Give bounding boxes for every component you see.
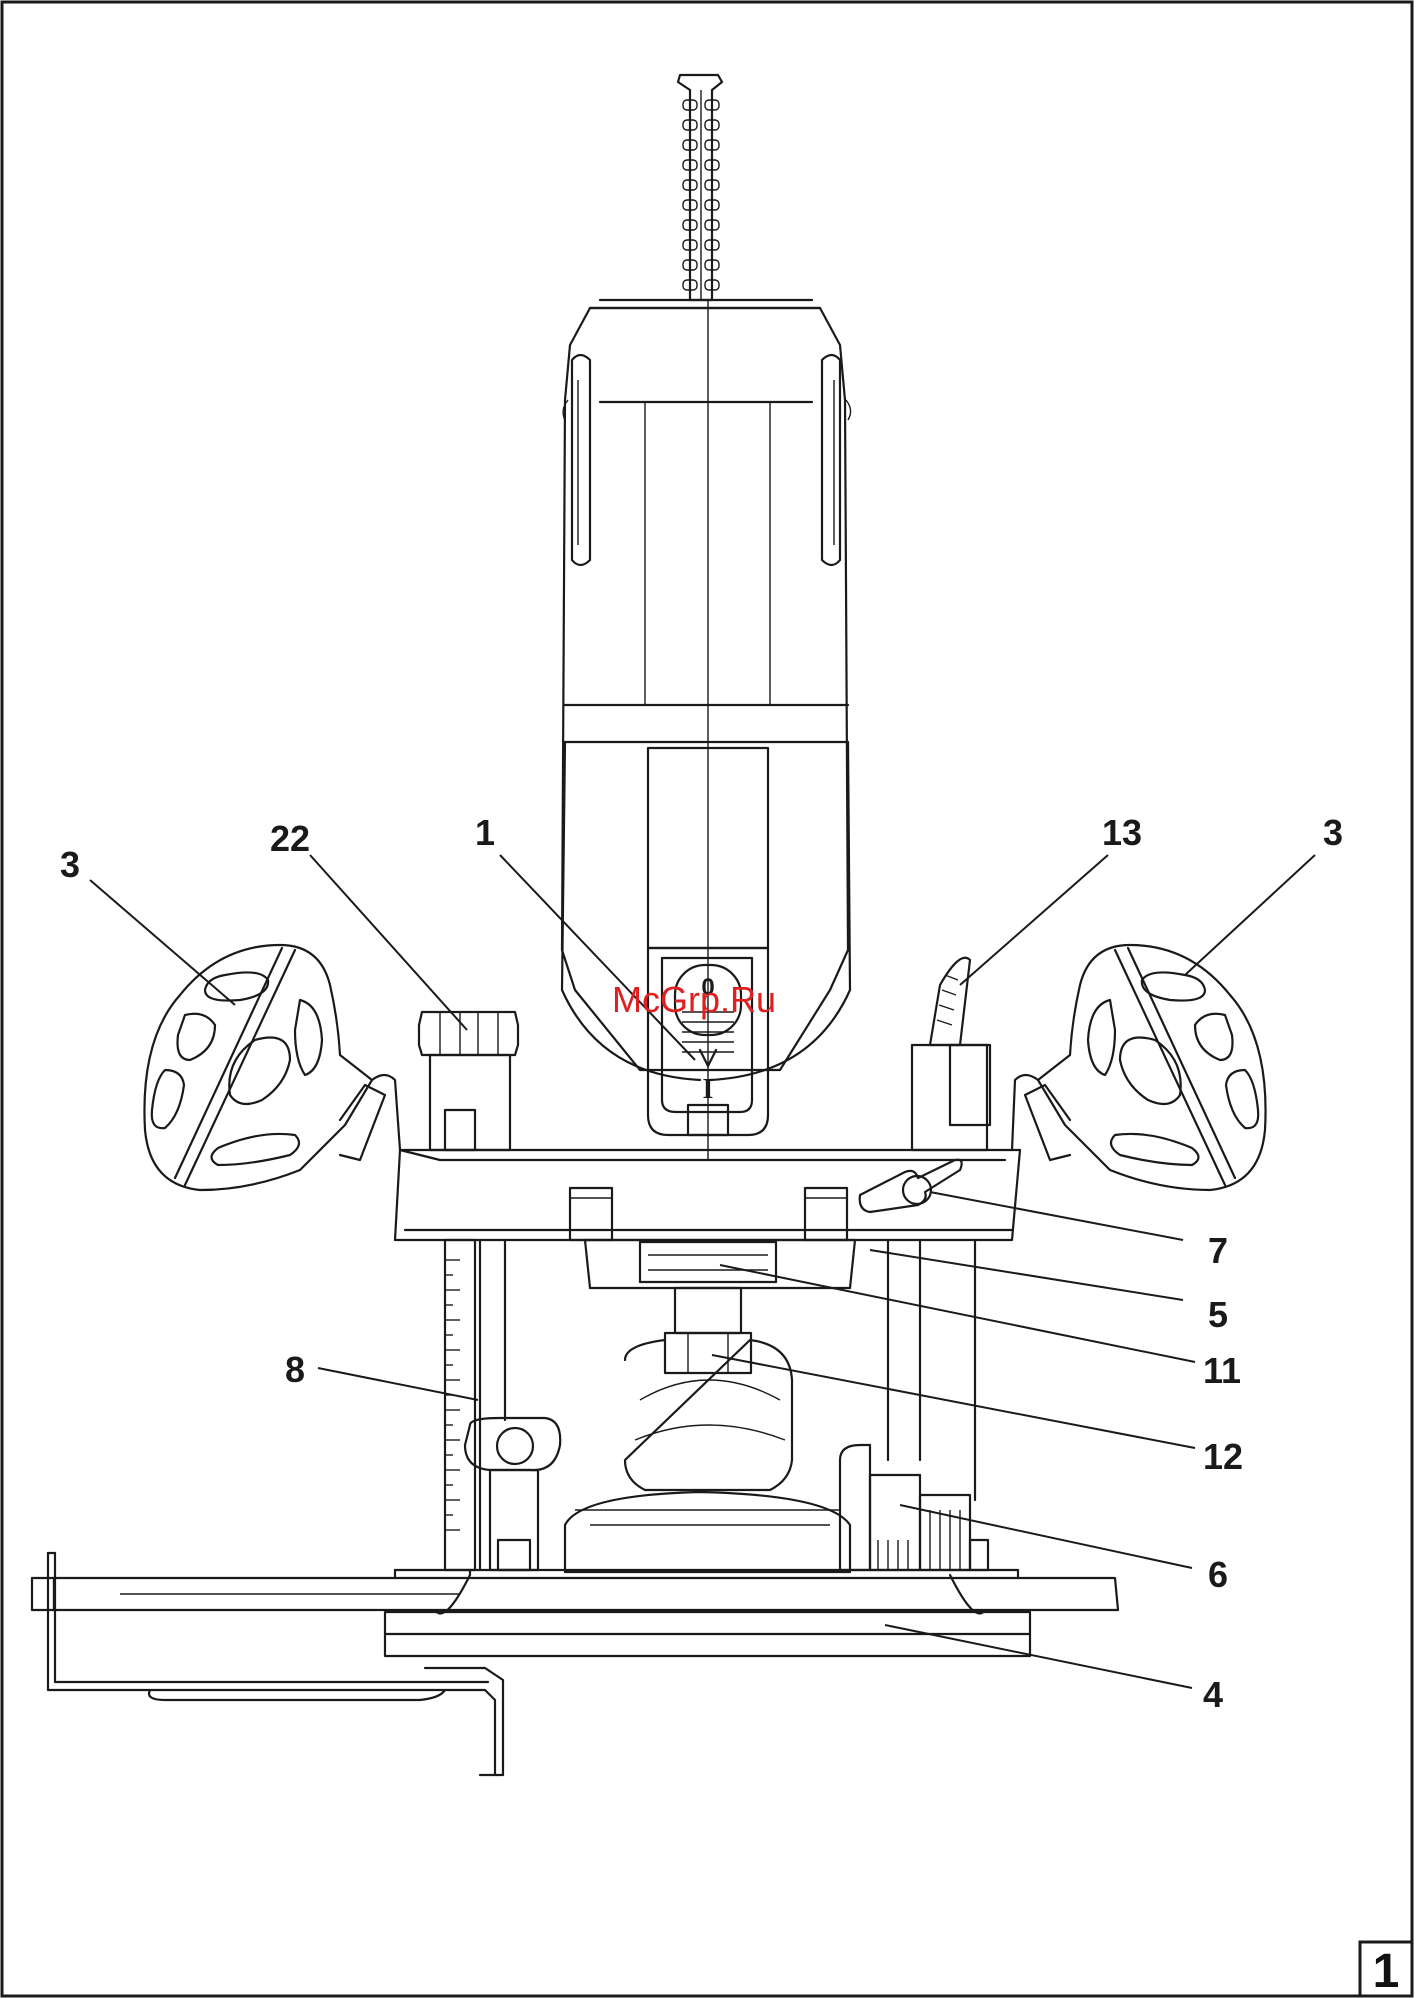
right-block: [860, 958, 990, 1212]
switch-on-mark: I: [703, 1074, 714, 1105]
left-handle: [144, 945, 400, 1190]
motor-housing: [562, 300, 851, 1160]
callout-22: 22: [270, 818, 310, 859]
callout-12: 12: [1203, 1436, 1243, 1477]
base-sole: [385, 1570, 1030, 1656]
watermark: McGrp.Ru: [612, 979, 776, 1020]
dust-dome: [565, 1340, 850, 1572]
callout-5: 5: [1208, 1294, 1228, 1335]
router-base-housing: [395, 1150, 1020, 1373]
callout-13: 13: [1102, 812, 1142, 853]
power-cord: [678, 75, 722, 300]
depth-lock-knob: [419, 1012, 518, 1150]
callout-1: 1: [475, 812, 495, 853]
callout-11: 11: [1203, 1350, 1241, 1391]
plunge-columns: [480, 1240, 975, 1570]
callout-6: 6: [1208, 1554, 1228, 1595]
depth-scale: [445, 1240, 560, 1570]
callout-4: 4: [1203, 1674, 1223, 1715]
callout-3-left: 3: [60, 844, 80, 885]
callout-8: 8: [285, 1349, 305, 1390]
callout-7: 7: [1208, 1230, 1228, 1271]
callout-3-right: 3: [1323, 812, 1343, 853]
figure-number: 1: [1373, 1945, 1400, 1998]
figure-number-box: 1: [1360, 1942, 1412, 1998]
right-handle: [1012, 945, 1266, 1190]
